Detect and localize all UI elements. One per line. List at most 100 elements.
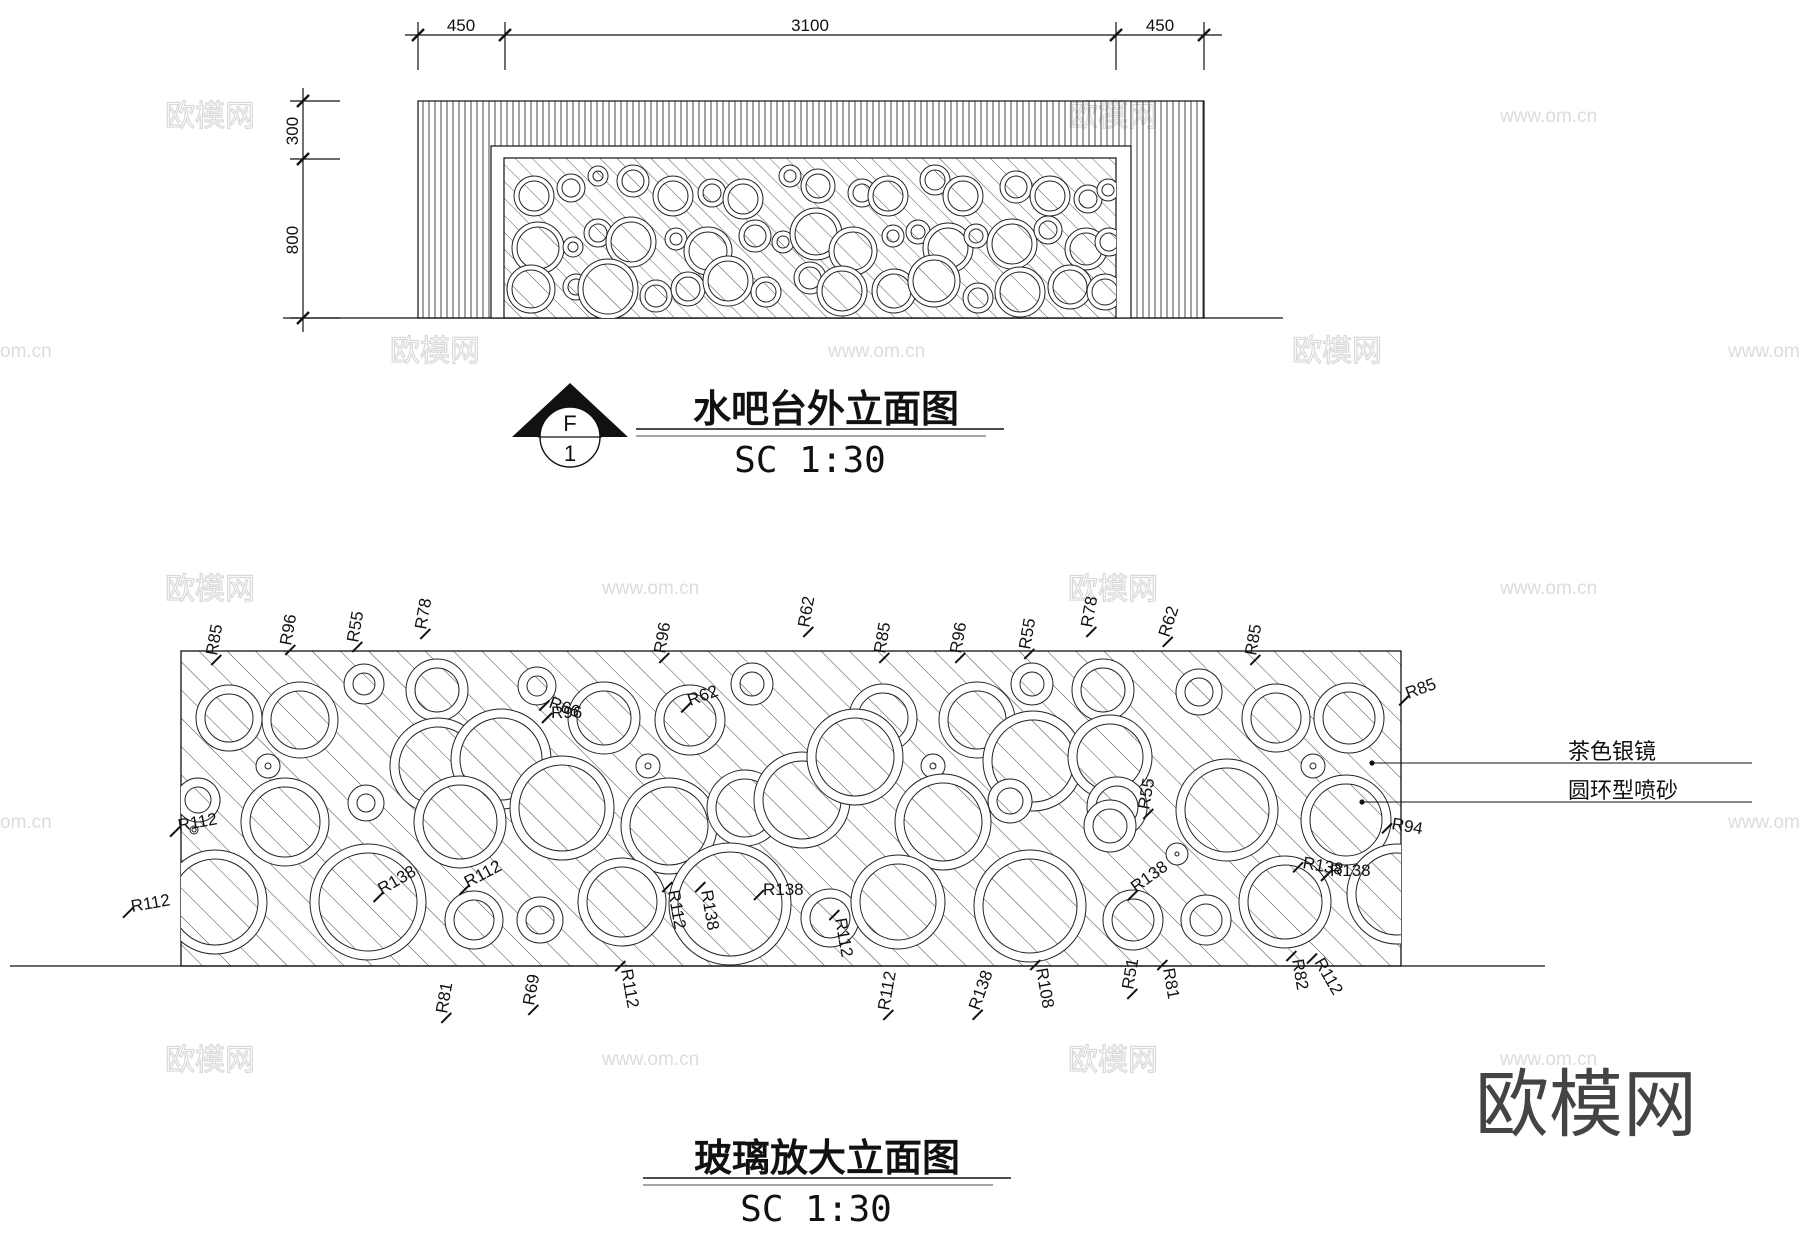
radius-tick: [971, 1009, 984, 1021]
radius-tick: [1126, 988, 1139, 1000]
radius-tick: [458, 884, 471, 896]
radius-label: R62: [1155, 604, 1183, 640]
mirror-disc: [910, 224, 926, 240]
mirror-disc: [414, 667, 460, 713]
mirror-disc: [1080, 667, 1126, 713]
mirror-disc: [561, 178, 581, 198]
mirror-disc: [1184, 767, 1270, 853]
dimension-label: 300: [283, 117, 302, 145]
mirror-disc: [743, 224, 767, 248]
mirror-disc: [876, 273, 912, 309]
watermark-big: 欧模网: [1475, 1062, 1697, 1148]
mirror-disc: [815, 717, 895, 797]
radius-label: R85: [870, 621, 894, 655]
mirror-disc: [1034, 180, 1066, 212]
dimension-label: 800: [283, 226, 302, 254]
radius-label: R96: [276, 613, 300, 647]
radius-tick: [882, 1009, 895, 1021]
top-dimension-chain: [405, 22, 1222, 70]
radius-label: R96: [551, 703, 582, 722]
mirror-disc: [912, 259, 956, 303]
mirror-disc: [1091, 278, 1116, 306]
mirror-disc: [675, 276, 701, 302]
radius-label: R78: [1077, 595, 1101, 629]
mirror-disc: [707, 260, 749, 302]
mirror-disc: [352, 672, 376, 696]
mirror-disc: [629, 786, 709, 866]
mirror-disc: [677, 851, 783, 957]
radius-tick: [419, 628, 432, 640]
mirror-disc: [859, 863, 937, 941]
radius-label: R81: [1159, 966, 1183, 1000]
radius-tick: [753, 889, 765, 901]
watermark-url: www.om.cn: [1727, 812, 1800, 833]
mirror-disc: [264, 762, 272, 770]
mirror-disc: [511, 269, 551, 309]
radius-tick: [828, 909, 841, 921]
radius-tick: [802, 626, 815, 638]
upper-title: 水吧台外立面图: [693, 387, 959, 431]
radius-tick: [440, 1012, 453, 1024]
radius-label: R55: [1015, 617, 1039, 651]
radius-tick: [210, 654, 223, 666]
mirror-disc: [621, 169, 645, 193]
radius-tick: [954, 652, 967, 664]
watermark-url: www.om.cn: [827, 341, 925, 362]
mirror-disc: [947, 180, 979, 212]
mirror-disc: [588, 223, 608, 243]
watermark-url: www.om.cn: [601, 1049, 699, 1070]
mirror-disc: [783, 169, 797, 183]
radius-label: R51: [1118, 957, 1142, 991]
radius-tick: [1292, 861, 1304, 874]
mirror-disc: [582, 263, 634, 315]
radius-tick: [1127, 889, 1139, 902]
radius-tick: [1162, 636, 1174, 648]
watermark-logo: 欧模网: [1068, 572, 1158, 607]
radius-label: R138: [965, 968, 997, 1013]
mirror-disc: [663, 693, 717, 747]
watermark-logo: 欧模网: [1068, 1043, 1158, 1078]
mirror-disc: [525, 905, 555, 935]
mirror-disc: [1101, 183, 1115, 197]
radius-tick: [541, 712, 553, 724]
mirror-disc: [1309, 762, 1317, 770]
mirror-disc: [968, 228, 984, 244]
mirror-disc: [204, 693, 254, 743]
watermark-url: www.om.cn: [1727, 341, 1800, 362]
lower-title: 玻璃放大立面图: [694, 1136, 960, 1180]
mirror-disc: [1004, 175, 1028, 199]
mirror-disc: [739, 671, 765, 697]
radius-label: R112: [874, 970, 900, 1012]
mirror-disc: [999, 271, 1041, 313]
watermark-url: om.cn: [0, 341, 52, 362]
mirror-disc: [657, 180, 689, 212]
radius-tick: [1029, 959, 1042, 971]
mirror-disc: [903, 782, 983, 862]
note-tea-mirror: 茶色银镜: [1568, 740, 1656, 765]
watermark-logo: 欧模网: [165, 1043, 255, 1078]
mirror-disc: [1184, 677, 1214, 707]
radius-label: R108: [1032, 966, 1058, 1009]
radius-label: R112: [129, 890, 171, 916]
mirror-disc: [644, 284, 668, 308]
mirror-disc: [270, 690, 330, 750]
radius-label: R62: [794, 595, 818, 629]
radius-tick: [680, 701, 692, 714]
mirror-disc: [1038, 220, 1058, 240]
watermark-url: www.om.cn: [601, 578, 699, 599]
radius-tick: [527, 1004, 540, 1016]
mirror-disc: [1099, 232, 1116, 252]
radius-tick: [878, 652, 891, 664]
radius-tick: [1306, 952, 1318, 965]
mirror-disc: [996, 787, 1024, 815]
radius-label: R96: [946, 621, 970, 655]
radius-tick: [1156, 959, 1169, 971]
dimension-label: 3100: [791, 16, 829, 35]
mirror-disc: [184, 786, 212, 814]
radius-tick: [1249, 654, 1262, 666]
mirror-disc: [567, 241, 579, 253]
mirror-disc: [1078, 189, 1098, 209]
mirror-disc: [592, 170, 604, 182]
